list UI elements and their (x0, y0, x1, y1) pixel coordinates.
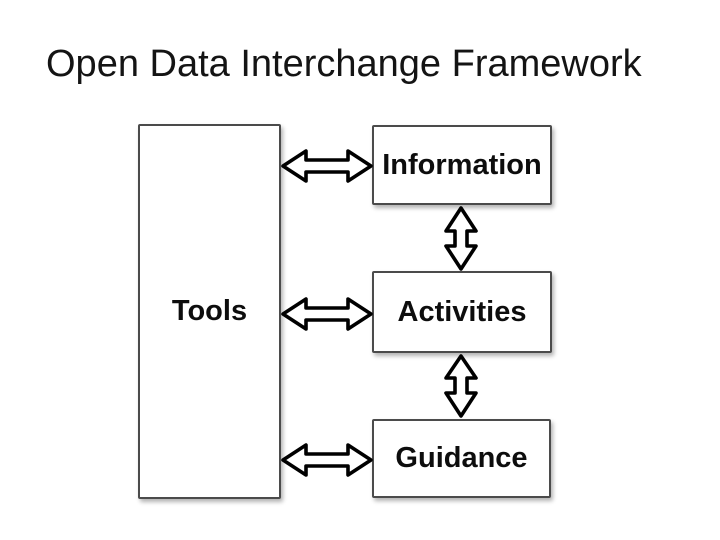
node-activities-label: Activities (397, 295, 527, 328)
node-information-label: Information (382, 148, 542, 181)
slide-title: Open Data Interchange Framework (46, 43, 642, 85)
node-tools: Tools (138, 124, 281, 499)
node-activities: Activities (372, 271, 552, 353)
node-tools-label: Tools (171, 295, 248, 327)
tools-guidance-double-arrow-icon (281, 443, 373, 477)
activities-guidance-double-arrow-icon (444, 354, 478, 418)
tools-information-double-arrow-icon (281, 149, 373, 183)
node-information: Information (372, 125, 552, 205)
node-guidance-label: Guidance (395, 442, 528, 474)
node-guidance: Guidance (372, 419, 551, 498)
information-activities-double-arrow-icon (444, 206, 478, 271)
tools-activities-double-arrow-icon (281, 297, 373, 331)
